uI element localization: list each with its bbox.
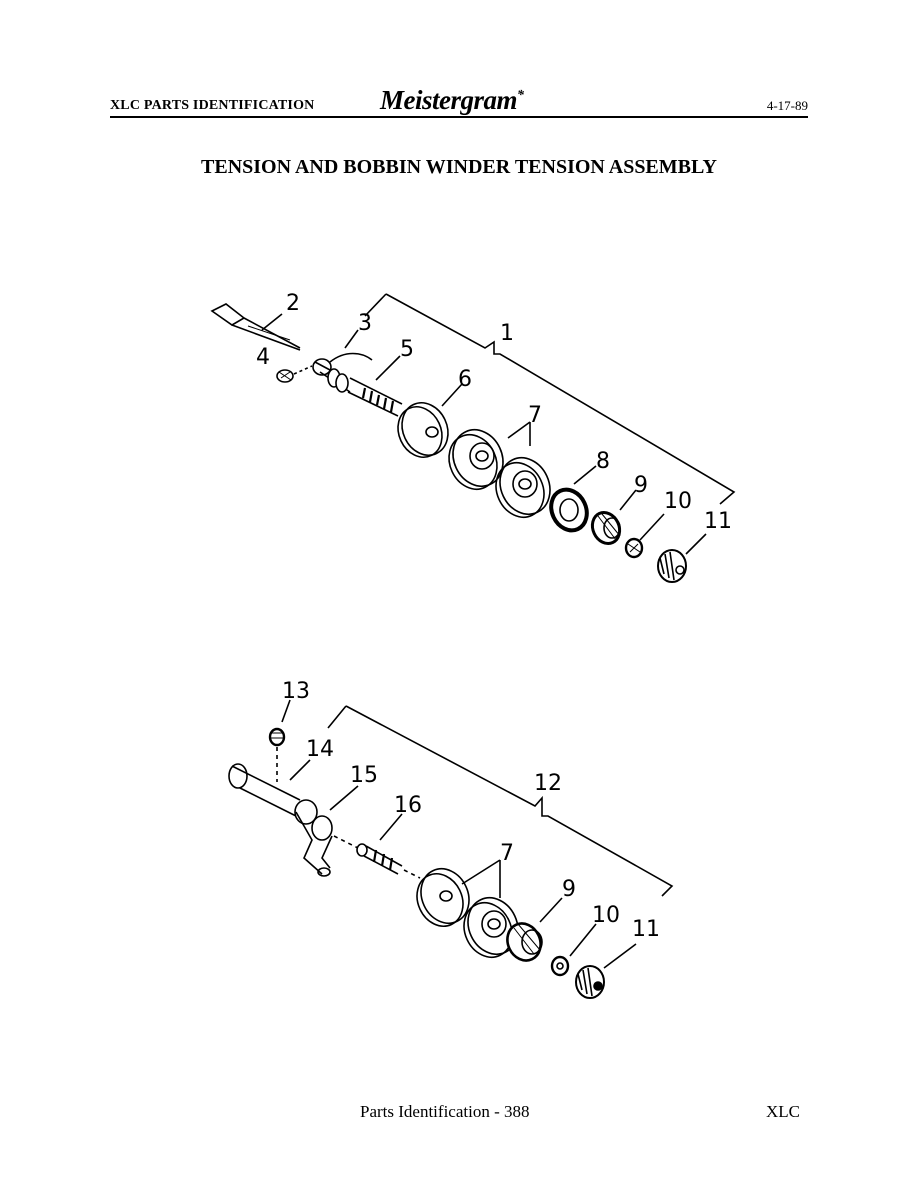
callout-8: 8 (596, 449, 610, 474)
part-2-pin (210, 303, 301, 351)
callout-14: 14 (306, 737, 334, 762)
callout-9: 9 (634, 473, 648, 498)
callout-10: 10 (664, 489, 692, 514)
callout-15: 15 (350, 763, 378, 788)
callout-13: 13 (282, 679, 310, 704)
brand-logo: Meistergram* (380, 85, 524, 115)
callout-7: 7 (528, 403, 542, 428)
callout-11-lower: 11 (632, 917, 660, 942)
header-rule (110, 116, 808, 118)
section-title: XLC PARTS IDENTIFICATION (110, 98, 315, 113)
page-header: XLC PARTS IDENTIFICATION Meistergram* 4-… (110, 82, 808, 118)
callout-1: 1 (500, 321, 514, 346)
part-5-shaft (347, 377, 403, 417)
callout-2: 2 (286, 291, 300, 316)
model-label: XLC (766, 1102, 800, 1121)
callout-10-lower: 10 (592, 903, 620, 928)
part-11-nut-lower (575, 965, 605, 999)
document-date: 4-17-89 (766, 98, 808, 113)
callout-16: 16 (394, 793, 422, 818)
part-14-rod (228, 763, 301, 817)
callout-5: 5 (400, 337, 414, 362)
part-8-ring (549, 487, 589, 533)
callout-11: 11 (704, 509, 732, 534)
callout-3: 3 (358, 311, 372, 336)
part-6-disc (397, 402, 449, 458)
part-15-bracket (294, 799, 333, 877)
part-16-stud (333, 835, 421, 879)
callout-6: 6 (458, 367, 472, 392)
callout-labels: 1 2 3 4 5 6 7 8 9 10 11 7 9 10 11 12 13 … (256, 291, 732, 942)
part-4-screw (276, 365, 313, 383)
part-7-tension-discs (448, 429, 551, 518)
part-3-stud (312, 352, 373, 393)
part-10-washer (624, 537, 644, 559)
callout-9-lower: 9 (562, 877, 576, 902)
page-title: TENSION AND BOBBIN WINDER TENSION ASSEMB… (201, 156, 717, 178)
callout-4: 4 (256, 345, 270, 370)
part-7-discs-lower (416, 868, 519, 958)
part-10-washer-lower (550, 955, 570, 977)
part-9-spring-lower (506, 922, 543, 962)
bottom-assembly (228, 699, 674, 999)
part-11-nut (657, 549, 687, 583)
callout-7-lower: 7 (500, 841, 514, 866)
page-number: Parts Identification - 388 (360, 1102, 530, 1121)
part-9-spring (590, 510, 622, 546)
callout-12: 12 (534, 771, 562, 796)
part-13-screw (268, 727, 286, 782)
top-assembly (210, 293, 736, 583)
